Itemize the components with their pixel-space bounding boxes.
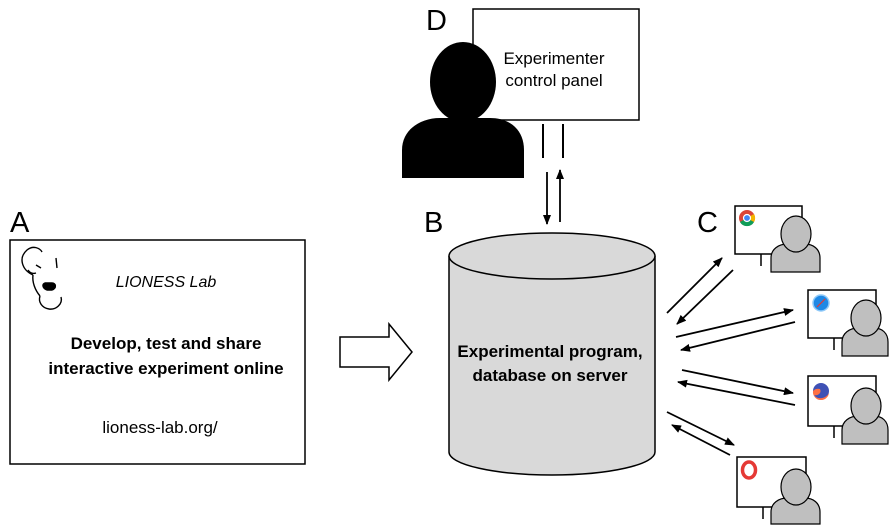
label-c: C — [697, 207, 718, 239]
participant-2 — [807, 289, 889, 357]
control-panel-text-line1: Experimenter — [503, 49, 604, 68]
participant-2-person-icon — [841, 299, 889, 357]
server-text-line2: database on server — [473, 366, 628, 385]
chrome-icon — [739, 210, 756, 227]
participant-1-person-icon — [770, 215, 821, 273]
control-panel-text-line2: control panel — [505, 71, 602, 90]
lioness-tagline-line2: interactive experiment online — [48, 359, 283, 378]
lioness-lab-panel: LIONESS Lab Develop, test and share inte… — [9, 239, 306, 465]
label-b: B — [424, 207, 443, 239]
server-cylinder: Experimental program, database on server — [448, 232, 656, 476]
participant-3-person-icon — [841, 387, 889, 445]
opera-icon — [740, 460, 758, 480]
participant-3 — [807, 375, 889, 445]
server-participant-arrows — [666, 257, 796, 456]
label-a: A — [10, 207, 30, 239]
lioness-tagline-line1: Develop, test and share — [71, 334, 262, 353]
firefox-icon — [812, 383, 829, 401]
participant-1 — [734, 205, 821, 273]
block-arrow-right — [339, 321, 413, 383]
label-d: D — [426, 5, 447, 37]
server-text-line1: Experimental program, — [457, 342, 642, 361]
experimenter-silhouette-icon — [402, 42, 524, 178]
lioness-logo-icon — [21, 246, 63, 310]
lioness-url[interactable]: lioness-lab.org/ — [102, 418, 218, 437]
safari-icon — [812, 294, 830, 312]
participant-4-person-icon — [770, 468, 821, 525]
experimenter-group: Experimenter control panel — [402, 8, 640, 178]
participant-4 — [736, 456, 821, 525]
lioness-lab-brand: LIONESS Lab — [116, 274, 217, 291]
control-panel-box — [472, 8, 640, 121]
